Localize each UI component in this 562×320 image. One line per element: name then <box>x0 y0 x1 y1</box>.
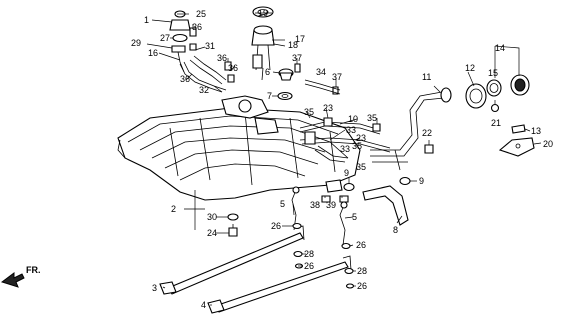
filler-hose <box>343 176 411 226</box>
callout-label: 12 <box>465 63 475 73</box>
hose-34 <box>304 79 341 95</box>
callout-label: 5 <box>280 199 285 209</box>
callout-label: 14 <box>495 43 505 53</box>
callout-label: 33 <box>346 125 356 135</box>
callout-label: 35 <box>352 141 362 151</box>
front-direction-label: FR. <box>26 265 41 275</box>
fuel-pump-assembly <box>251 6 275 81</box>
callout-label: 26 <box>357 281 367 291</box>
callout-label: 21 <box>491 118 501 128</box>
callout-label: 8 <box>393 225 398 235</box>
callout-label: 7 <box>267 91 272 101</box>
callout-label: 36 <box>180 74 190 84</box>
callout-label: 35 <box>304 107 314 117</box>
hose-32 <box>179 61 227 93</box>
callout-label: 19 <box>258 8 268 18</box>
callout-label: 20 <box>543 139 553 149</box>
hose-31 <box>189 55 227 85</box>
drain-bolt-washer <box>227 213 239 237</box>
tank-strap-upper <box>159 225 305 295</box>
callout-label: 37 <box>292 53 302 63</box>
callout-label: 26 <box>304 261 314 271</box>
front-direction-arrow <box>0 272 25 288</box>
label-plate <box>511 124 526 134</box>
filler-neck-ring <box>465 83 487 109</box>
tank-strap-lower <box>207 255 352 314</box>
callout-label: 3 <box>152 283 157 293</box>
callout-label: 17 <box>295 34 305 44</box>
callout-label: 6 <box>265 67 270 77</box>
callout-label: 26 <box>356 240 366 250</box>
callout-label: 39 <box>326 200 336 210</box>
callout-label: 35 <box>367 113 377 123</box>
leader-lines <box>146 12 542 306</box>
callout-label: 23 <box>323 103 333 113</box>
fuel-pipes <box>299 117 391 163</box>
callout-label: 16 <box>148 48 158 58</box>
filler-gasket <box>486 79 502 97</box>
filler-bracket <box>498 137 535 157</box>
callout-label: 26 <box>271 221 281 231</box>
callout-label: 18 <box>288 40 298 50</box>
callout-label: 9 <box>419 176 424 186</box>
callout-label: 36 <box>228 63 238 73</box>
fuel-cap <box>510 74 530 96</box>
callout-label: 31 <box>205 41 215 51</box>
joints-38-39 <box>321 179 349 203</box>
filler-pipe <box>370 87 452 171</box>
callout-label: 2 <box>171 204 176 214</box>
callout-label: 29 <box>131 38 141 48</box>
screw-21 <box>490 103 500 113</box>
callout-label: 24 <box>207 228 217 238</box>
callout-label: 27 <box>160 33 170 43</box>
callout-label: 15 <box>488 68 498 78</box>
clip-22 <box>424 144 434 154</box>
clip-36-a <box>189 27 197 51</box>
callout-label: 1 <box>144 15 149 25</box>
fuel-tank <box>117 95 361 201</box>
callout-label: 38 <box>310 200 320 210</box>
callout-label: 28 <box>357 266 367 276</box>
callout-label: 37 <box>332 72 342 82</box>
callout-label: 28 <box>304 249 314 259</box>
strap-hook-bolt-left <box>291 186 300 231</box>
callout-label: 11 <box>422 72 431 82</box>
callout-label: 36 <box>217 53 227 63</box>
washers-nuts <box>292 222 355 289</box>
callout-label: 35 <box>356 162 366 172</box>
callout-label: 22 <box>422 128 432 138</box>
callout-label: 5 <box>352 212 357 222</box>
callout-label: 10 <box>348 114 358 124</box>
strap-hook-bolt-right <box>339 201 348 246</box>
callout-label: 13 <box>531 126 541 136</box>
gasket-7 <box>277 91 293 101</box>
callout-label: 25 <box>196 9 206 19</box>
callout-label: 30 <box>207 212 217 222</box>
callout-label: 36 <box>192 22 202 32</box>
callout-label: 34 <box>316 67 326 77</box>
callout-label: 23 <box>356 133 366 143</box>
breather-cap <box>278 68 294 81</box>
callout-label: 9 <box>344 168 349 178</box>
callout-label: 4 <box>201 300 206 310</box>
gauge-sender-unit <box>169 10 191 73</box>
callout-label: 32 <box>199 85 209 95</box>
callout-label: 33 <box>340 144 350 154</box>
